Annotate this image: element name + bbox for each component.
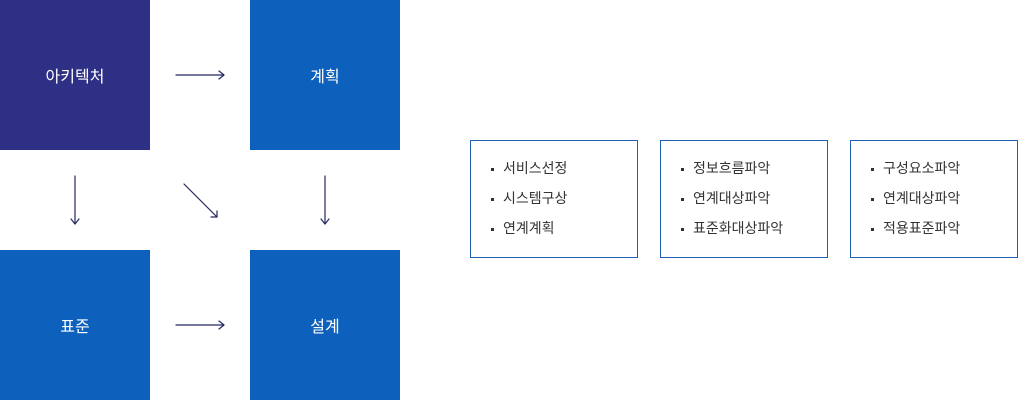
list-item: 연계대상파악 [851,188,1017,218]
list-item: 정보흐름파악 [661,158,827,188]
arrow-architecture-to-design [183,183,218,218]
design-label: 설계 [310,317,340,336]
standard-detail-card: 정보흐름파악 연계대상파악 표준화대상파악 [660,140,828,258]
arrow-architecture-to-planning [175,70,225,80]
standard-box: 표준 [0,250,150,400]
list-item: 표준화대상파악 [661,218,827,248]
list-item: 연계대상파악 [661,188,827,218]
flow-arrows [70,70,330,330]
arrow-architecture-to-standard [70,175,80,225]
list-item: 서비스선정 [471,158,637,188]
list-item: 적용표준파악 [851,218,1017,248]
design-box: 설계 [250,250,400,400]
architecture-box: 아키텍처 [0,0,150,150]
list-item: 연계계획 [471,218,637,248]
planning-detail-card: 서비스선정 시스템구상 연계계획 [470,140,638,258]
arrow-standard-to-design [175,320,225,330]
planning-label: 계획 [310,67,340,86]
planning-box: 계획 [250,0,400,150]
list-item: 시스템구상 [471,188,637,218]
list-item: 구성요소파악 [851,158,1017,188]
arrow-planning-to-design [320,175,330,225]
standard-label: 표준 [60,317,90,336]
design-detail-card: 구성요소파악 연계대상파악 적용표준파악 [850,140,1018,258]
architecture-label: 아키텍처 [45,67,105,86]
